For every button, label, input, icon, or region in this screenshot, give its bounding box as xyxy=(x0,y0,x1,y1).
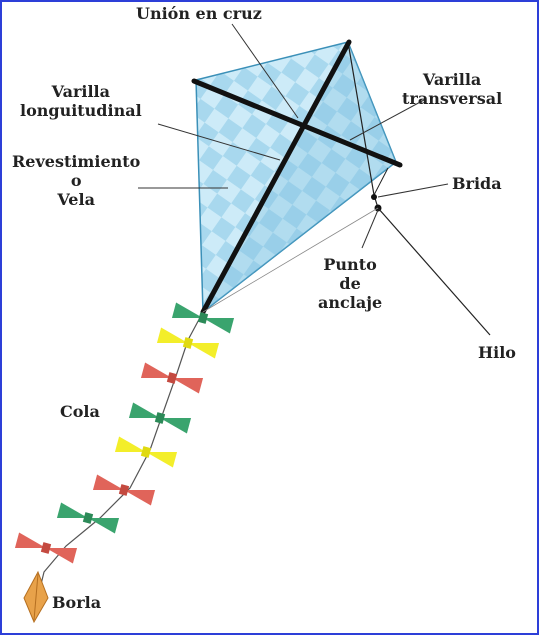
tail-bow-4 xyxy=(129,403,191,434)
tail-bow-8 xyxy=(15,533,77,564)
label-punto-line2: de xyxy=(318,274,382,293)
label-revestimiento-line3: Vela xyxy=(12,190,140,209)
tail-bow-5 xyxy=(115,437,177,468)
tail-string xyxy=(36,312,203,605)
label-varilla-transversal-line2: transversal xyxy=(402,89,502,108)
label-varilla-longitudinal-line1: Varilla xyxy=(20,82,142,101)
tail-bow-6 xyxy=(93,475,155,506)
label-revestimiento-line2: o xyxy=(12,171,140,190)
leader-brida xyxy=(378,184,448,197)
tail-bow-7 xyxy=(57,503,119,534)
bridle-knot xyxy=(371,194,377,200)
label-union-en-cruz: Unión en cruz xyxy=(136,4,262,23)
flying-line xyxy=(378,208,490,335)
label-varilla-longitudinal-line2: longuitudinal xyxy=(20,101,142,120)
label-brida: Brida xyxy=(452,174,502,193)
label-varilla-transversal-line1: Varilla xyxy=(402,70,502,89)
label-punto-line3: anclaje xyxy=(318,293,382,312)
label-revestimiento-o-vela: Revestimiento o Vela xyxy=(12,152,140,209)
label-varilla-longitudinal: Varilla longuitudinal xyxy=(20,82,142,120)
label-varilla-transversal: Varilla transversal xyxy=(402,70,502,108)
tail-bow-2 xyxy=(157,328,219,359)
label-revestimiento-line1: Revestimiento xyxy=(12,152,140,171)
label-cola: Cola xyxy=(60,402,100,421)
label-borla: Borla xyxy=(52,593,101,612)
label-hilo: Hilo xyxy=(478,343,516,362)
label-punto-line1: Punto xyxy=(318,255,382,274)
label-punto-de-anclaje: Punto de anclaje xyxy=(318,255,382,312)
